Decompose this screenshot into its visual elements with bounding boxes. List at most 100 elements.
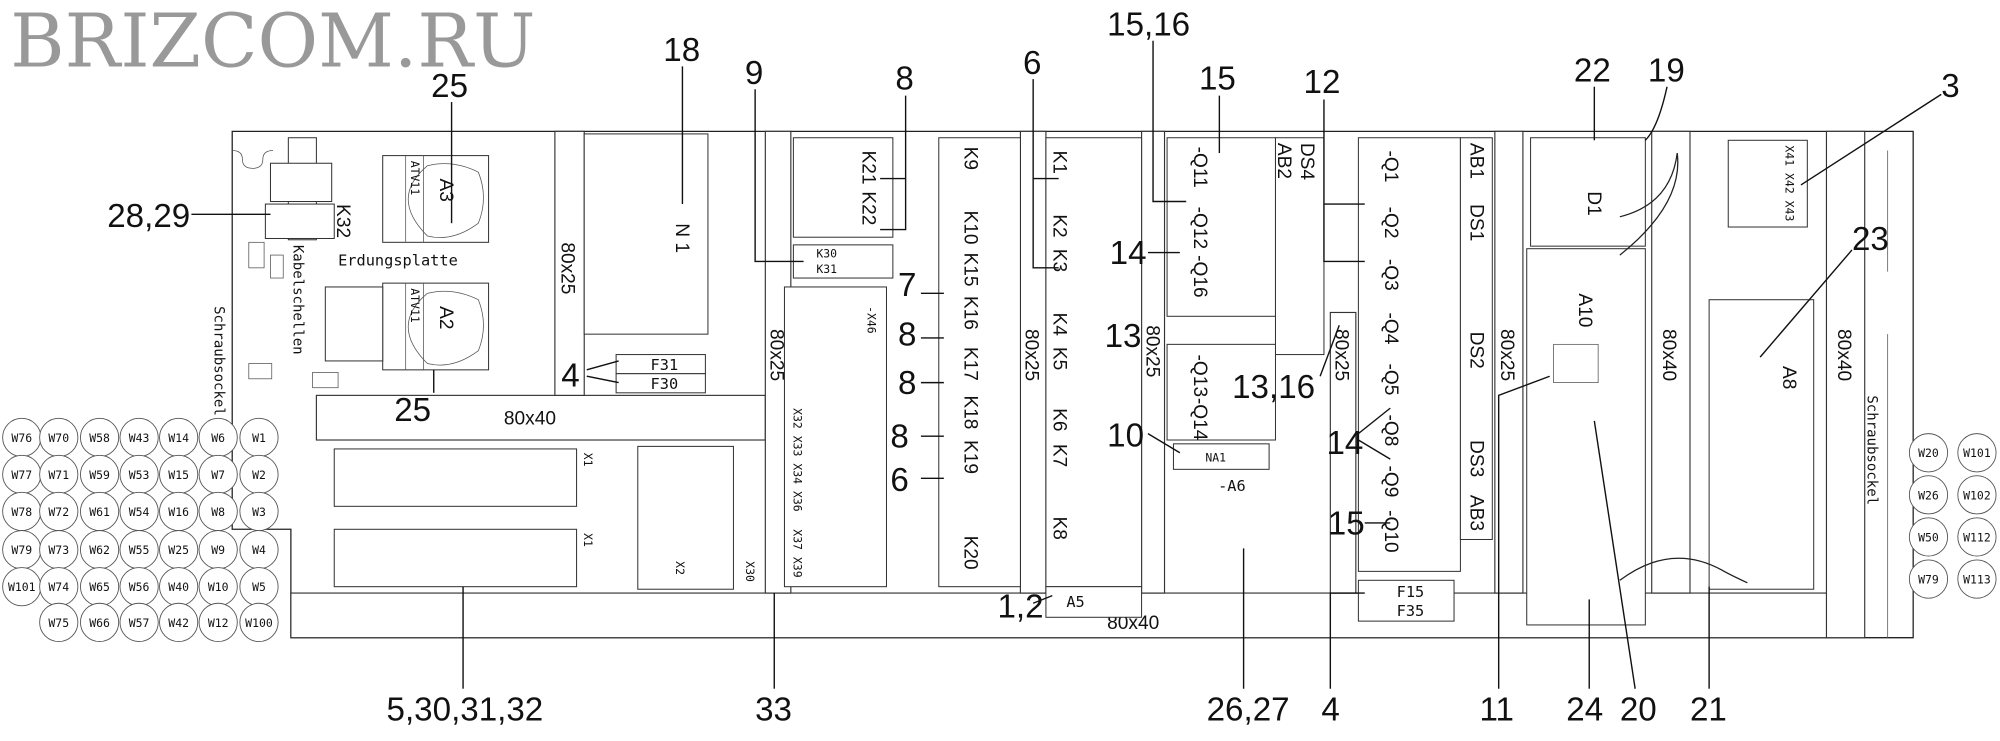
svg-text:K9: K9 <box>959 147 980 170</box>
cable-gland: W40 <box>159 567 199 607</box>
svg-text:K6: K6 <box>1049 408 1070 431</box>
svg-text:DS2: DS2 <box>1466 332 1487 369</box>
cable-gland-label: W79 <box>11 543 32 557</box>
cable-gland-label: W40 <box>168 580 189 594</box>
svg-text:4: 4 <box>1321 692 1339 729</box>
network-cable <box>1619 557 1748 584</box>
cable-gland-label: W77 <box>11 468 32 482</box>
cable-gland: W50 <box>1908 517 1949 557</box>
label-schraubsockel: Schraubsockel <box>1863 395 1879 505</box>
terminals-X41-X43 <box>1727 139 1808 228</box>
svg-text:K5: K5 <box>1049 347 1070 370</box>
cable-gland-label: W73 <box>48 543 69 557</box>
cable-gland-label: W43 <box>129 431 150 445</box>
cable-gland-circle <box>1908 433 1949 473</box>
cable-gland: W53 <box>119 454 159 495</box>
cable-gland: W101 <box>2 567 42 607</box>
cable-gland: W72 <box>39 491 79 532</box>
cable-gland: W15 <box>159 454 199 495</box>
duct-label: 80x25 <box>556 242 577 294</box>
cable-gland: W16 <box>159 491 199 532</box>
cable-gland: W3 <box>239 491 279 532</box>
svg-text:18: 18 <box>663 32 700 69</box>
cable-gland-label: W71 <box>48 468 69 482</box>
cable-gland-label: W78 <box>11 505 32 519</box>
duct-label: 80x40 <box>1658 329 1679 381</box>
cable-gland-circle <box>1957 559 1997 599</box>
duct-label: 80x40 <box>1833 329 1854 381</box>
cable-gland-label: W20 <box>1918 446 1939 460</box>
cable-gland: W2 <box>239 454 279 495</box>
terminal-strip-X1 <box>333 528 578 588</box>
label-K30: K30 <box>816 247 837 261</box>
svg-text:14: 14 <box>1326 425 1363 462</box>
cable-gland-label: W1 <box>252 431 266 445</box>
svg-text:K8: K8 <box>1049 517 1070 540</box>
svg-text:21: 21 <box>1690 692 1727 729</box>
cable-gland-circle <box>119 602 159 642</box>
label-F15: F15 <box>1397 583 1425 601</box>
label-X46: -X46 <box>864 306 878 334</box>
svg-text:-Q11: -Q11 <box>1189 147 1210 188</box>
breaker-labels: -Q1 -Q2 -Q3 -Q4 -Q5 -Q8 -Q9 -Q10 <box>1380 150 1401 552</box>
svg-text:-Q16: -Q16 <box>1189 255 1210 298</box>
label-K21: K21 <box>857 150 878 184</box>
chip <box>1553 343 1599 383</box>
terminal-blocks-X32-X39 <box>783 286 888 588</box>
svg-text:-Q3: -Q3 <box>1380 259 1401 291</box>
AB-DS-labels: AB1 DS1 DS2 DS3 AB3 <box>1466 143 1487 531</box>
cable-gland-label: W42 <box>168 616 189 630</box>
label-F30: F30 <box>651 375 679 393</box>
cable-gland-label: W102 <box>1963 488 1991 502</box>
label-kabelschellen: Kabelschellen <box>289 245 305 355</box>
cable-gland: W55 <box>119 530 159 570</box>
svg-text:K3: K3 <box>1049 249 1070 272</box>
cable-gland-circle <box>239 602 279 642</box>
cable-gland: W4 <box>239 530 279 570</box>
cable-gland-label: W61 <box>89 505 110 519</box>
svg-text:28,29: 28,29 <box>107 198 190 235</box>
svg-text:20: 20 <box>1620 692 1657 729</box>
cable-gland: W75 <box>39 602 79 642</box>
cable-gland: W113 <box>1957 559 1997 599</box>
cable-gland: W59 <box>79 454 120 495</box>
cable-gland-circle <box>1957 475 1997 515</box>
board-A8 <box>1708 299 1815 590</box>
svg-text:4: 4 <box>561 357 579 394</box>
duct-label: 80x40 <box>504 409 556 430</box>
svg-text:25: 25 <box>394 392 431 429</box>
module-A5 <box>1045 586 1143 618</box>
cable-gland-label: W57 <box>129 616 150 630</box>
cable-gland-label: W14 <box>168 431 189 445</box>
svg-text:K17: K17 <box>959 347 980 381</box>
svg-text:DS1: DS1 <box>1466 204 1487 241</box>
svg-text:3: 3 <box>1941 68 1959 105</box>
svg-text:12: 12 <box>1304 64 1341 101</box>
cable-gland: W70 <box>39 417 79 458</box>
terminal-strip-X1 <box>333 448 578 507</box>
cable-clamps <box>248 241 339 389</box>
relays-K21-K22 <box>792 137 894 238</box>
cable-gland-label: W59 <box>89 468 110 482</box>
cable-gland-label: W7 <box>211 468 225 482</box>
board-A10 <box>1526 248 1646 626</box>
label-X37: X37 X39 <box>790 529 804 577</box>
label-F35: F35 <box>1397 602 1425 620</box>
drive-A3 <box>382 155 490 243</box>
cable-gland: W78 <box>2 491 42 532</box>
label-A5: A5 <box>1066 593 1084 611</box>
cable-gland-label: W101 <box>1963 446 1991 460</box>
svg-text:8: 8 <box>898 317 916 354</box>
cable-gland-circle <box>1908 475 1949 515</box>
svg-text:-Q10: -Q10 <box>1380 510 1401 553</box>
svg-text:AB3: AB3 <box>1466 495 1487 531</box>
svg-text:K16: K16 <box>959 296 980 330</box>
svg-text:15: 15 <box>1199 60 1236 97</box>
svg-text:33: 33 <box>755 692 792 729</box>
cable-gland: W71 <box>39 454 79 495</box>
label-F31: F31 <box>651 356 679 374</box>
svg-text:23: 23 <box>1852 221 1889 258</box>
board-D1 <box>1530 137 1646 247</box>
cable-gland-label: W9 <box>211 543 225 557</box>
